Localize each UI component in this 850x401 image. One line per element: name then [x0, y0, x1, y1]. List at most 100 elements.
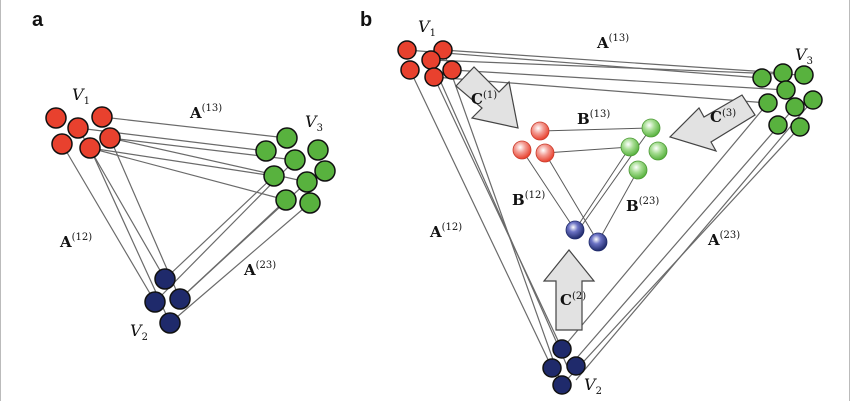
node — [397, 40, 417, 60]
edge — [61, 143, 156, 303]
label-v2: V2 — [130, 321, 148, 343]
node-group-v1 — [45, 106, 121, 159]
edge — [544, 152, 599, 243]
label-b-c1: C(1) — [471, 90, 497, 108]
node — [276, 127, 298, 149]
edges-b-a13 — [406, 49, 805, 104]
node — [773, 63, 793, 83]
label-b-a12: A(12) — [429, 222, 462, 241]
node — [794, 65, 814, 85]
label-a13: A(13) — [189, 103, 222, 122]
node — [641, 118, 661, 138]
node — [296, 171, 318, 193]
label-b-b13: B(13) — [577, 109, 610, 128]
edge — [101, 116, 288, 139]
node — [628, 160, 648, 180]
node — [154, 268, 176, 290]
node — [79, 137, 101, 159]
node — [648, 141, 668, 161]
edge — [433, 76, 769, 104]
node — [588, 232, 608, 252]
edge — [561, 102, 769, 350]
edge — [406, 49, 763, 79]
edge — [442, 49, 784, 74]
edge — [430, 59, 805, 76]
edge — [89, 147, 275, 177]
edges-b-a23 — [561, 99, 814, 386]
node — [255, 140, 277, 162]
node — [307, 139, 329, 161]
node — [552, 339, 572, 359]
panel-a: a — [32, 9, 336, 343]
edge — [451, 69, 787, 91]
node — [45, 107, 67, 129]
arrow-c2 — [542, 249, 596, 331]
label-v1: V1 — [72, 85, 90, 107]
edge — [433, 76, 563, 350]
node — [535, 143, 555, 163]
label-b-v1: V1 — [418, 17, 436, 39]
panel-b: b — [360, 9, 823, 397]
inner-node-group-1 — [512, 121, 555, 163]
node — [566, 356, 586, 376]
node — [803, 90, 823, 110]
arrow-c3 — [668, 94, 756, 153]
label-b-c3: C(3) — [710, 108, 736, 126]
node — [263, 165, 285, 187]
node — [284, 149, 306, 171]
node — [144, 291, 166, 313]
node — [424, 67, 444, 87]
edge — [169, 202, 311, 324]
label-b-c2: C(2) — [560, 291, 586, 309]
node-group-v3 — [255, 127, 336, 214]
edge — [567, 106, 796, 369]
edges-b-inner — [521, 127, 652, 243]
inner-node-group-2 — [565, 220, 608, 252]
node — [776, 80, 796, 100]
edge — [574, 146, 631, 231]
node — [169, 288, 191, 310]
node — [67, 117, 89, 139]
node — [442, 60, 462, 80]
label-b-a13: A(13) — [596, 33, 629, 52]
edge — [409, 69, 553, 369]
label-a12: A(12) — [59, 232, 92, 251]
node — [91, 106, 113, 128]
node-group-b-v3 — [752, 63, 823, 137]
node — [552, 375, 572, 395]
node — [620, 137, 640, 157]
node — [51, 133, 73, 155]
node — [275, 189, 297, 211]
node — [752, 68, 772, 88]
label-b-b12: B(12) — [512, 190, 545, 209]
inner-node-group-3 — [620, 118, 668, 180]
edge — [544, 146, 631, 154]
node — [512, 140, 532, 160]
label-b-v2: V2 — [584, 375, 602, 397]
node — [99, 127, 121, 149]
label-v3: V3 — [305, 112, 323, 134]
node-group-b-v1 — [397, 40, 462, 87]
node — [758, 93, 778, 113]
node — [299, 192, 321, 214]
label-b-b23: B(23) — [626, 196, 659, 215]
edge — [442, 49, 563, 386]
node — [421, 50, 441, 70]
label-b-a23: A(23) — [707, 230, 740, 249]
label-b-v3: V3 — [795, 45, 813, 67]
node — [530, 121, 550, 141]
edge — [575, 99, 814, 381]
node — [768, 115, 788, 135]
node — [790, 117, 810, 137]
panel-b-label: b — [360, 9, 372, 31]
edge — [539, 127, 652, 132]
node-group-v2 — [144, 268, 191, 334]
arrow-c1 — [455, 66, 519, 129]
edge — [89, 147, 287, 201]
edge — [597, 169, 639, 243]
node — [785, 97, 805, 117]
panel-a-label: a — [32, 9, 44, 31]
node — [565, 220, 585, 240]
edge — [521, 149, 576, 231]
